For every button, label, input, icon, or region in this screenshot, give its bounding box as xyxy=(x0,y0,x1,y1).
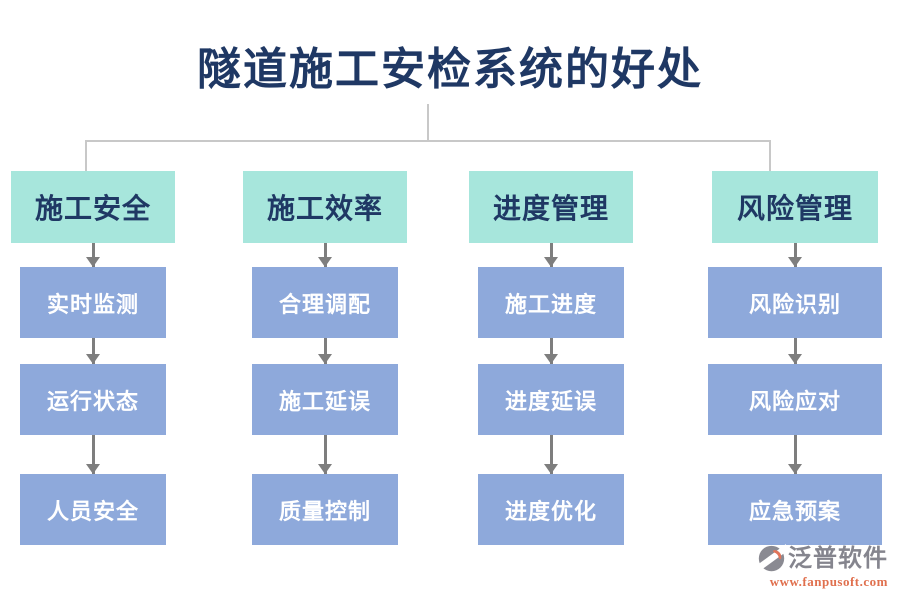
connector-line-horizontal xyxy=(85,140,771,142)
arrow-down-icon xyxy=(793,338,797,364)
arrow-down-icon xyxy=(323,243,327,267)
column-header: 风险管理 xyxy=(712,171,878,243)
fanpu-logo-icon xyxy=(757,544,786,573)
flow-node: 风险识别 xyxy=(708,267,882,338)
column-header: 施工安全 xyxy=(11,171,175,243)
connector-line-drop-left xyxy=(85,141,87,172)
arrow-down-icon xyxy=(793,243,797,267)
flow-node: 人员安全 xyxy=(20,474,166,545)
column-header: 进度管理 xyxy=(469,171,633,243)
flow-node: 进度优化 xyxy=(478,474,624,545)
vendor-url: www.fanpusoft.com xyxy=(769,574,888,589)
flow-node: 合理调配 xyxy=(252,267,398,338)
arrow-down-icon xyxy=(91,435,95,474)
flow-node: 进度延误 xyxy=(478,364,624,435)
arrow-down-icon xyxy=(549,338,553,364)
connector-line-drop-right xyxy=(769,141,771,172)
page-title: 隧道施工安检系统的好处 xyxy=(197,45,703,94)
diagram-column-construction-safety: 施工安全 实时监测 运行状态 人员安全 xyxy=(10,171,176,545)
arrow-down-icon xyxy=(323,435,327,474)
arrow-down-icon xyxy=(549,435,553,474)
flow-node: 施工进度 xyxy=(478,267,624,338)
vendor-name: 泛普软件 xyxy=(788,544,888,572)
vendor-logo-row: 泛普软件 xyxy=(738,544,888,573)
diagram-column-construction-efficiency: 施工效率 合理调配 施工延误 质量控制 xyxy=(242,171,408,545)
flow-node: 施工延误 xyxy=(252,364,398,435)
flow-node: 质量控制 xyxy=(252,474,398,545)
arrow-down-icon xyxy=(323,338,327,364)
arrow-down-icon xyxy=(91,338,95,364)
flow-node: 风险应对 xyxy=(708,364,882,435)
diagram-column-progress-management: 进度管理 施工进度 进度延误 进度优化 xyxy=(468,171,634,545)
connector-line-vertical-top xyxy=(427,104,429,141)
flow-node: 应急预案 xyxy=(708,474,882,545)
arrow-down-icon xyxy=(91,243,95,267)
flow-node: 实时监测 xyxy=(20,267,166,338)
column-header: 施工效率 xyxy=(243,171,407,243)
vendor-watermark: 泛普软件 www.fanpusoft.com xyxy=(738,544,888,590)
flow-node: 运行状态 xyxy=(20,364,166,435)
arrow-down-icon xyxy=(793,435,797,474)
diagram-column-risk-management: 风险管理 风险识别 风险应对 应急预案 xyxy=(705,171,885,545)
arrow-down-icon xyxy=(549,243,553,267)
